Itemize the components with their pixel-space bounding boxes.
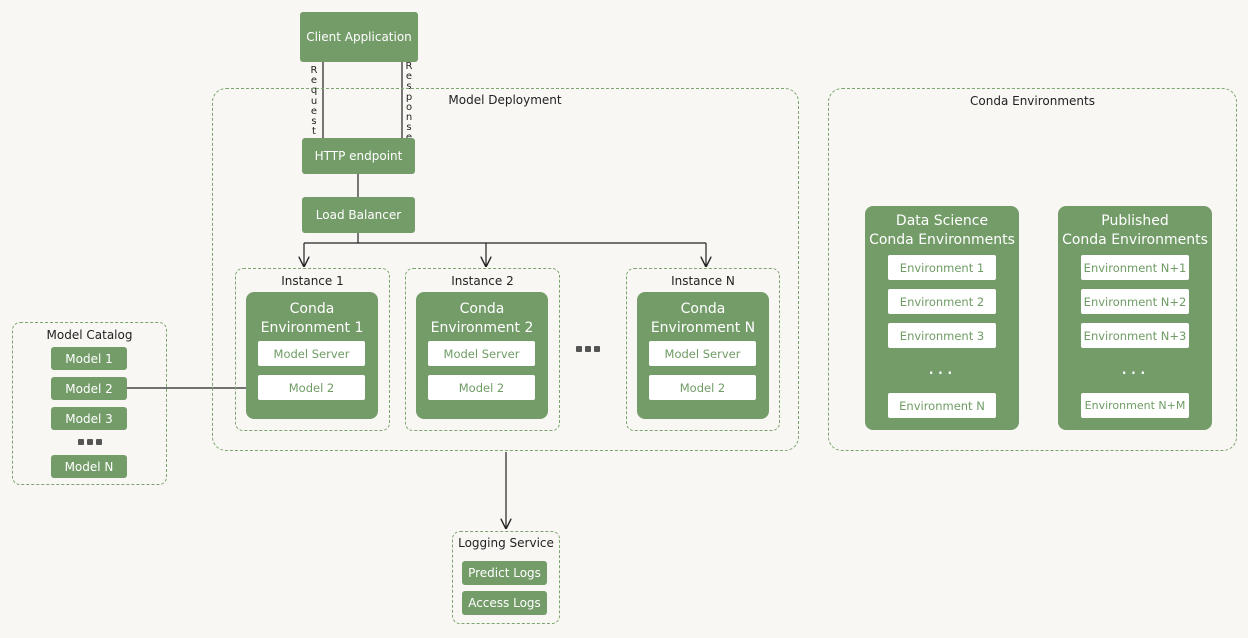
ds-ellipsis: ... [927, 355, 957, 379]
more-models-dots [78, 439, 102, 445]
data-science-conda-envs: Data Science Conda Environments [865, 206, 1019, 430]
pub-ellipsis: ... [1120, 355, 1150, 379]
load-balancer: Load Balancer [302, 197, 415, 233]
catalog-model-n: Model N [51, 455, 127, 478]
more-instances-dots [576, 346, 600, 352]
instance-2-env-label: Conda Environment 2 [430, 301, 534, 336]
published-conda-envs: Published Conda Environments [1058, 206, 1212, 430]
http-endpoint: HTTP endpoint [302, 138, 415, 174]
model-deployment-group [212, 88, 799, 451]
instance-1-group [235, 268, 390, 431]
pub-environment-n1: Environment N+1 [1081, 255, 1189, 280]
instance-2-group [405, 268, 560, 431]
catalog-model-1: Model 1 [51, 347, 127, 370]
pub-environment-n3: Environment N+3 [1081, 323, 1189, 348]
instance-n-env-label: Conda Environment N [650, 301, 756, 336]
instance-n-model-server: Model Server [649, 341, 756, 366]
instance-n-group [626, 268, 780, 431]
instance-n-model: Model 2 [649, 375, 756, 400]
response-label: Response [405, 61, 413, 143]
instance-2-model: Model 2 [428, 375, 535, 400]
logging-service-title: Logging Service [458, 536, 554, 550]
model-catalog-group [12, 322, 167, 485]
ds-environment-3: Environment 3 [888, 323, 996, 348]
conda-environments-group [828, 88, 1237, 451]
pub-environment-nm: Environment N+M [1081, 393, 1189, 418]
instance-1-model: Model 2 [258, 375, 365, 400]
model-deployment-title: Model Deployment [448, 93, 562, 107]
instance-n-title: Instance N [671, 274, 735, 288]
access-logs: Access Logs [462, 591, 547, 615]
data-science-title: Data Science Conda Environments [869, 213, 1015, 248]
catalog-model-3: Model 3 [51, 407, 127, 430]
instance-2-model-server: Model Server [428, 341, 535, 366]
ds-environment-1: Environment 1 [888, 255, 996, 280]
predict-logs: Predict Logs [462, 561, 547, 585]
instance-2-title: Instance 2 [451, 274, 514, 288]
conda-environments-title: Conda Environments [970, 94, 1095, 108]
instance-1-title: Instance 1 [281, 274, 344, 288]
instance-1-model-server: Model Server [258, 341, 365, 366]
instance-1-env-label: Conda Environment 1 [260, 301, 364, 336]
catalog-model-2: Model 2 [51, 377, 127, 400]
logging-service-group [452, 531, 560, 624]
pub-environment-n2: Environment N+2 [1081, 289, 1189, 314]
client-application: Client Application [300, 12, 418, 62]
published-title: Published Conda Environments [1062, 213, 1208, 248]
ds-environment-2: Environment 2 [888, 289, 996, 314]
ds-environment-n: Environment N [888, 393, 996, 418]
model-catalog-title: Model Catalog [46, 328, 133, 342]
